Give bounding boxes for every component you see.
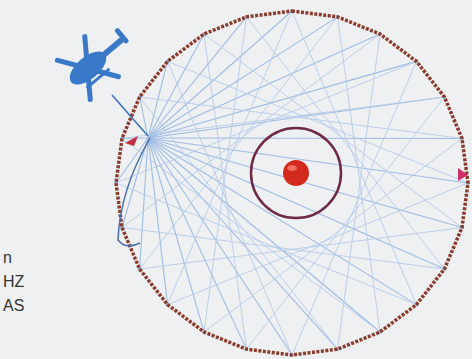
net-line [204, 34, 246, 349]
net-line [168, 11, 292, 305]
net-line [338, 34, 380, 349]
net-line [168, 183, 468, 305]
net-line [140, 138, 148, 269]
red-sphere [283, 160, 309, 186]
net-line [148, 17, 246, 138]
net-line [148, 17, 338, 138]
net-line [148, 138, 338, 349]
net-line [204, 17, 246, 332]
sphere-highlight [287, 165, 297, 171]
marker [458, 168, 468, 181]
net-line [204, 34, 462, 227]
net-line [122, 34, 380, 227]
net-line [140, 97, 338, 349]
net-line [338, 17, 380, 332]
net-line [116, 183, 416, 305]
net-line [168, 61, 292, 355]
inner-ring [251, 128, 341, 218]
helicopter-icon [52, 14, 144, 105]
net-line [140, 97, 462, 138]
side-text: AS [3, 298, 24, 314]
net-line [122, 97, 444, 138]
marker [125, 136, 138, 146]
net-line [148, 138, 246, 349]
net-line [140, 228, 462, 269]
side-text: n [3, 250, 12, 266]
net-line [168, 61, 468, 183]
side-text: HZ [3, 274, 24, 290]
net-line [116, 61, 416, 183]
net-ring [116, 11, 468, 355]
net-line [148, 138, 444, 269]
net-line [122, 138, 148, 228]
net-line [246, 17, 444, 269]
net-line [148, 61, 416, 138]
net-line [140, 17, 338, 269]
net-line [292, 11, 416, 305]
net-line [292, 61, 416, 355]
tether-line [118, 138, 150, 246]
net-lines [114, 9, 470, 357]
net-line [148, 137, 462, 139]
net-line [246, 97, 444, 349]
net-line [204, 138, 462, 331]
tow-line [112, 95, 148, 136]
net-line [148, 34, 204, 138]
net-line [122, 228, 444, 269]
